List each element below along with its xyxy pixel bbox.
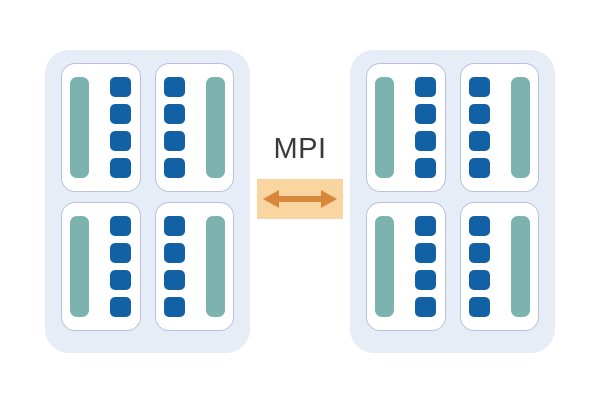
core-square [110, 104, 132, 124]
socket-card [61, 63, 141, 192]
memory-bar [510, 216, 530, 317]
double-arrow-icon [263, 190, 337, 208]
core-square [468, 216, 490, 236]
core-square [163, 104, 185, 124]
socket-card [154, 63, 234, 192]
memory-bar [205, 77, 225, 178]
core-column [110, 77, 132, 178]
core-square [163, 297, 185, 317]
core-square [110, 77, 132, 97]
core-square [468, 131, 490, 151]
core-square [468, 243, 490, 263]
core-square [468, 77, 490, 97]
core-square [163, 270, 185, 290]
socket-card [366, 63, 446, 192]
core-square [468, 297, 490, 317]
core-square [163, 77, 185, 97]
core-square [468, 104, 490, 124]
core-square [415, 104, 437, 124]
socket-card [154, 202, 234, 331]
core-column [415, 77, 437, 178]
core-column [163, 216, 185, 317]
memory-bar [375, 77, 395, 178]
core-square [468, 270, 490, 290]
memory-bar [205, 216, 225, 317]
memory-bar [70, 77, 90, 178]
memory-bar [375, 216, 395, 317]
core-column [415, 216, 437, 317]
compute-node-left [45, 50, 250, 353]
memory-bar [510, 77, 530, 178]
core-column [163, 77, 185, 178]
mpi-label: MPI [273, 133, 327, 165]
mpi-link-box [257, 179, 343, 219]
core-square [110, 270, 132, 290]
socket-card [459, 202, 539, 331]
core-column [468, 77, 490, 178]
core-square [415, 270, 437, 290]
core-square [415, 131, 437, 151]
core-square [110, 131, 132, 151]
core-square [110, 243, 132, 263]
core-square [163, 216, 185, 236]
core-square [415, 216, 437, 236]
core-square [415, 297, 437, 317]
compute-node-right [350, 50, 555, 353]
memory-bar [70, 216, 90, 317]
core-column [468, 216, 490, 317]
socket-card [366, 202, 446, 331]
core-square [415, 158, 437, 178]
core-square [110, 216, 132, 236]
core-square [163, 158, 185, 178]
core-square [415, 77, 437, 97]
core-square [110, 158, 132, 178]
core-square [163, 131, 185, 151]
core-square [468, 158, 490, 178]
core-square [415, 243, 437, 263]
socket-card [459, 63, 539, 192]
socket-card [61, 202, 141, 331]
core-column [110, 216, 132, 317]
core-square [110, 297, 132, 317]
core-square [163, 243, 185, 263]
